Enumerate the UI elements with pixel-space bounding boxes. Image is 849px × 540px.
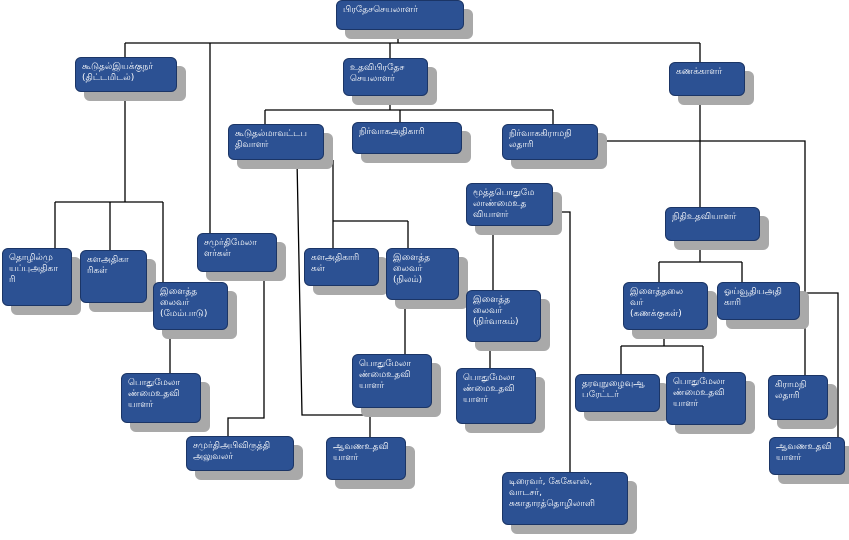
org-node-kooduthal-mavatta-pathivalar: கூடுதல்மாவட்டப திவாளர் <box>228 124 324 160</box>
org-node-kala-athikarigal-2: களஅதிகாரி கள் <box>304 248 379 286</box>
connector <box>296 159 371 437</box>
org-node-ilaiya-thalaivar-nilam: இளைத்த லைவர் (நிலம்) <box>386 248 459 300</box>
org-node-kanakkalar: கணக்காளர் <box>669 62 745 96</box>
org-node-pothu-melanmai-4: பொதுமேலா ண்மைஉதவி யாளர் <box>666 372 746 425</box>
org-node-samurdhi-valarchi: சமுர்திஅபிவிருத்தி அலுவலர் <box>186 436 294 471</box>
org-node-oivoothiya-athikari: ஓய்வூதியஅதி காரி <box>717 282 800 320</box>
org-node-pothu-melanmai-2: பொதுமேலா ண்மைஉதவி யாளர் <box>352 354 432 408</box>
org-node-moothth-pothu-melanmai: மூத்தபொதுமே லாண்மைஉத வியாளர் <box>466 183 553 226</box>
org-node-tharavu-nuzhaivu: தரவுநுழைவுஆ பரேட்டர் <box>575 374 660 412</box>
org-node-samurdhi-melalar: சமுர்திமேலா ளர்கள் <box>197 233 277 272</box>
org-node-aavana-uthavi-1: ஆவணஉதவி யாளர் <box>326 437 406 480</box>
org-node-drivers-etc: டிரைவர், கேகேஎஸ், வாடசர், சுகாதாரத்தொழில… <box>502 472 628 525</box>
connector <box>227 272 265 436</box>
org-node-ilaiya-thalaivar-nirvagam: இளைத்த லைவர் (நிர்வாகம்) <box>466 290 541 342</box>
org-node-kooduthal-iyakkunar: கூடுதல்இயக்குநர் (திட்டமிடல்) <box>75 57 177 92</box>
org-node-nirvaga-athikari: நிர்வாகஅதிகாரி <box>352 122 462 154</box>
org-node-pothu-melanmai-3: பொதுமேலா ண்மைஉதவி யாளர் <box>456 368 536 424</box>
org-node-grama-niladhari: கிராமநி லதாரி <box>768 375 828 420</box>
org-node-thozhil-ilappu-athikari: தொழில்மு யப்புஅதிகா ரி <box>2 248 72 306</box>
org-node-nithi-uthaviyalar: நிதிஉதவியாளர் <box>665 207 760 241</box>
org-node-uthavi-pradesa-seyalalar: உதவிபிரதேச செயலாளர் <box>343 58 428 96</box>
org-node-aavana-uthavi-2: ஆவணஉதவி யாளர் <box>769 437 845 475</box>
org-node-pothu-melanmai-1: பொதுமேலா ண்மைஉதவி யாளர் <box>121 373 201 423</box>
connector <box>798 292 839 437</box>
org-node-pradesa-seyalalar: பிரதேசசெயலாளர் <box>336 0 464 30</box>
org-node-nirvaga-grama-niladhari: நிர்வாககிராமநி லதாரி <box>502 124 598 160</box>
connector <box>598 140 806 375</box>
connector <box>553 211 571 472</box>
org-node-ilaiya-thalaivar-membadu: இளைத்த லைவர் (மேம்பாடு) <box>153 282 228 330</box>
org-node-kala-athikarigal-1: களஅதிகா ரிகள் <box>80 250 147 303</box>
org-node-ilaiya-thalaivar-kanakkugal: இளைத்தலை வர் (கணக்குகள்) <box>623 282 708 330</box>
